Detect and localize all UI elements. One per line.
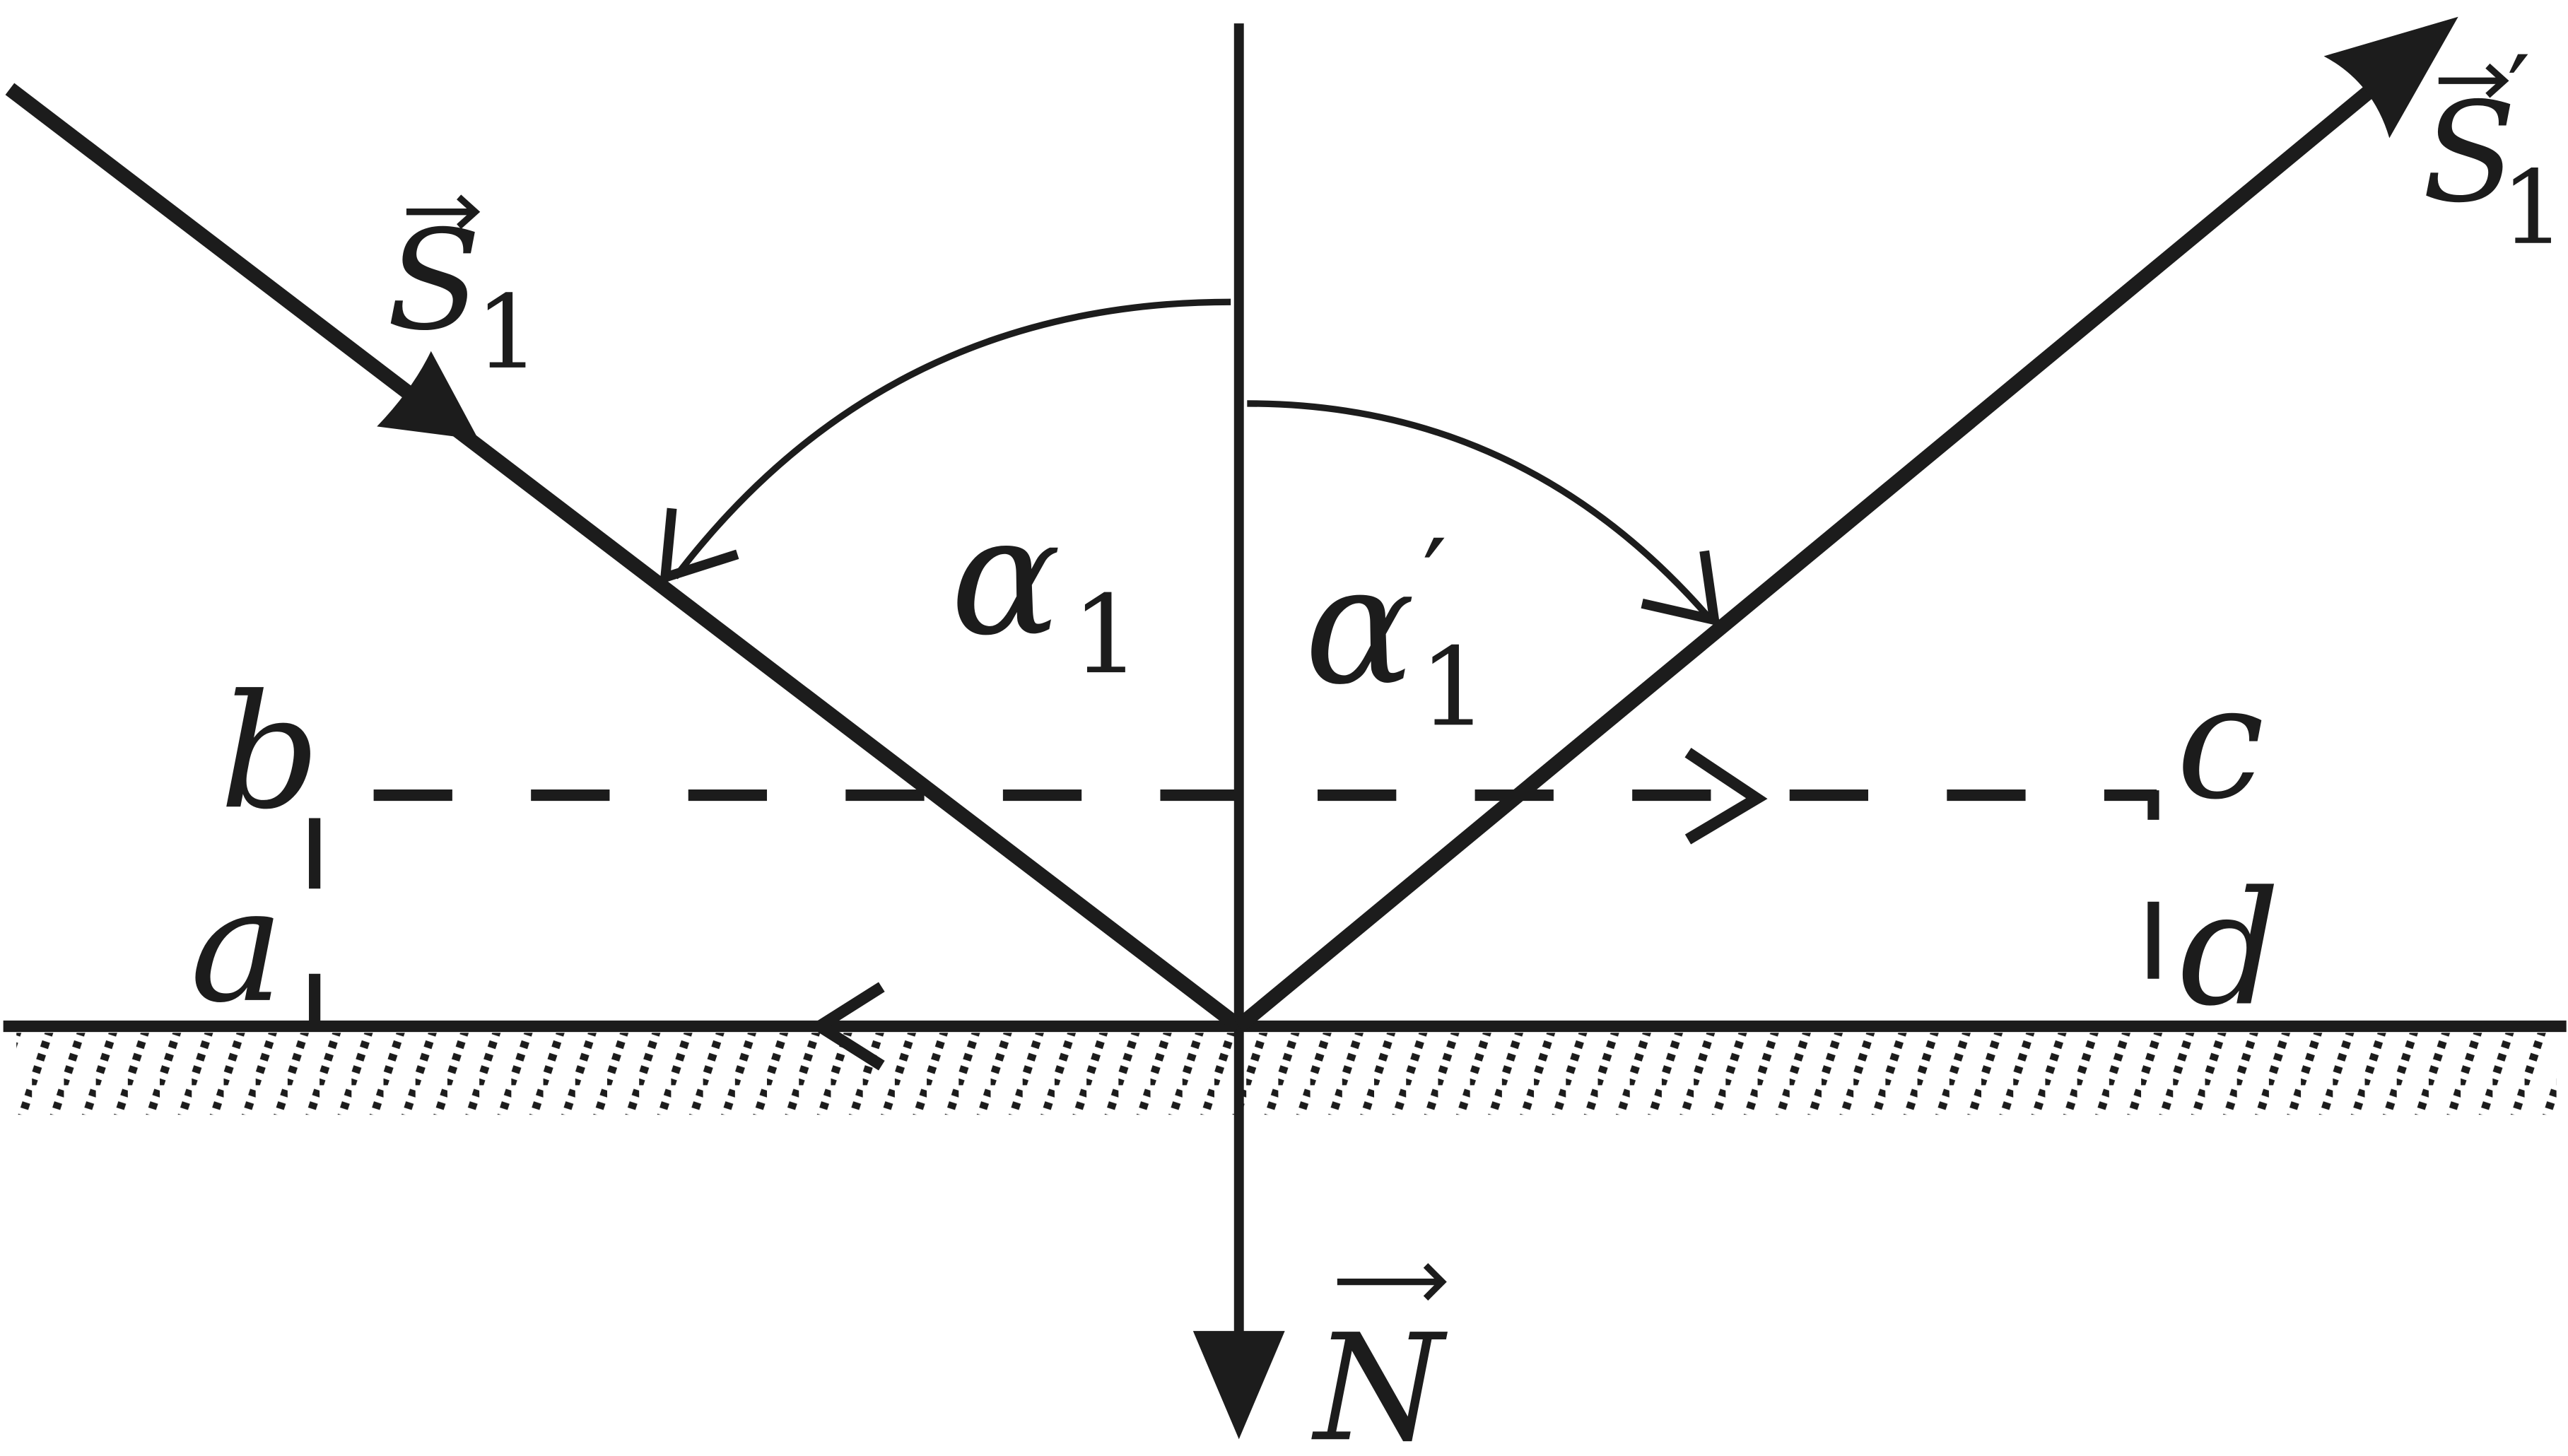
label-s1-prime: S ′ 1: [2422, 34, 2566, 266]
label-s1: S 1: [387, 194, 540, 392]
mirror-surface: [3, 1020, 2567, 1115]
incident-ray: [5, 83, 1244, 1033]
label-alpha1-prime: α ′ 1: [1304, 517, 1488, 751]
label-alpha1-prime-mark: ′: [1422, 517, 1447, 642]
dash-bc-arrow: [1684, 748, 1768, 845]
label-alpha1-letter: α: [951, 481, 1062, 672]
label-s1-prime-letter: S: [2422, 72, 2516, 233]
label-point-b: b: [220, 661, 320, 844]
dashed-path: [309, 748, 2159, 1071]
reflected-arrowhead: [2323, 16, 2458, 139]
vector-arrow-icon: [2438, 63, 2509, 98]
label-s1-subscript: 1: [475, 274, 539, 392]
label-n: N: [1311, 1263, 1448, 1456]
mirror-hatching: [16, 1033, 2557, 1115]
label-alpha1: α 1: [951, 481, 1141, 699]
label-point-c: c: [2176, 651, 2265, 834]
angle-arcs: [659, 298, 1720, 627]
label-alpha1-prime-subscript: 1: [1419, 625, 1488, 751]
label-n-letter: N: [1311, 1303, 1448, 1456]
label-s1-prime-subscript: 1: [2501, 149, 2565, 267]
incident-arrowhead: [377, 351, 479, 440]
arc-alpha1-prime-arrow: [1641, 550, 1720, 627]
label-point-d: d: [2180, 857, 2280, 1040]
label-alpha1-prime-letter: α: [1304, 530, 1415, 721]
vector-arrow-icon: [406, 194, 481, 230]
label-alpha1-subscript: 1: [1072, 573, 1140, 698]
label-point-a: a: [190, 855, 284, 1038]
reflected-ray: [1234, 16, 2458, 1032]
vector-arrow-icon: [1337, 1263, 1447, 1301]
arc-alpha1-arrow: [659, 507, 739, 585]
label-s1-letter: S: [387, 200, 481, 360]
arc-alpha1-prime: [1247, 400, 1713, 623]
arc-alpha1: [672, 298, 1231, 580]
normal-line: [1192, 23, 1285, 1440]
mirror-da-arrow: [809, 982, 885, 1071]
normal-arrowhead: [1192, 1331, 1285, 1440]
label-s1-prime-mark: ′: [2507, 34, 2531, 152]
